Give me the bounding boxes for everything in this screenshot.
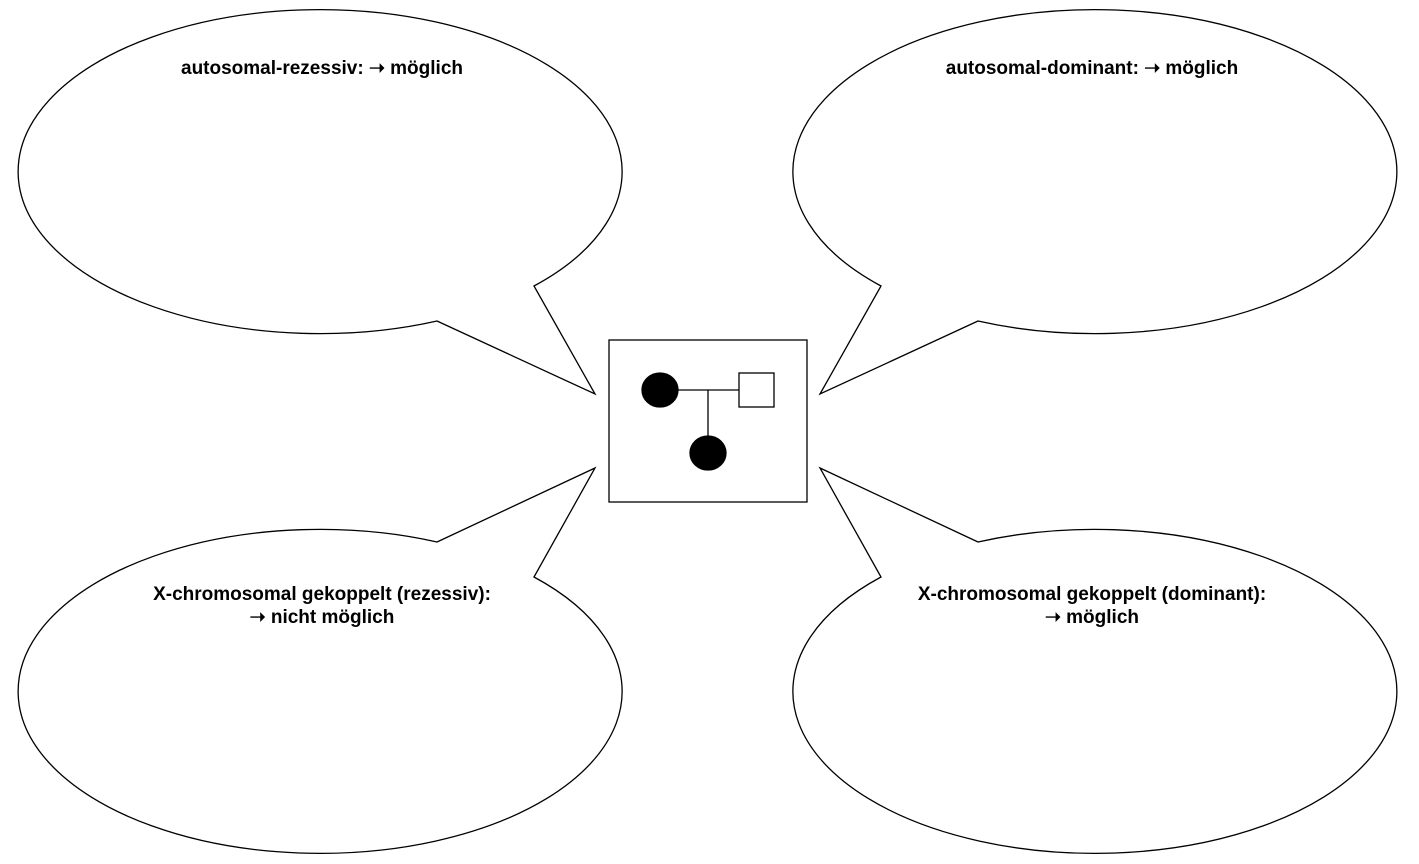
affected-daughter-symbol (689, 435, 727, 471)
speech-bubble-bottom-right (792, 466, 1398, 855)
speech-bubble-top-right (792, 8, 1398, 396)
speech-bubble-bottom-left (17, 466, 623, 855)
label-x-linked-recessive: X-chromosomal gekoppelt (rezessiv): ➝ ni… (22, 583, 622, 629)
label-x-linked-dominant: X-chromosomal gekoppelt (dominant): ➝ mö… (792, 583, 1392, 629)
label-x-linked-dominant-line1: X-chromosomal gekoppelt (dominant): (917, 584, 1267, 605)
label-x-linked-recessive-line2: ➝ nicht möglich (249, 607, 395, 628)
affected-mother-symbol (641, 372, 679, 408)
label-x-linked-dominant-line2: ➝ möglich (1044, 607, 1140, 628)
unaffected-father-symbol (738, 372, 775, 408)
label-autosomal-recessive: autosomal-rezessiv: ➝ möglich (22, 57, 622, 80)
label-autosomal-recessive-line1: autosomal-rezessiv: ➝ möglich (181, 58, 463, 79)
label-x-linked-recessive-line1: X-chromosomal gekoppelt (rezessiv): (153, 584, 491, 605)
label-autosomal-dominant-line1: autosomal-dominant: ➝ möglich (945, 58, 1239, 79)
pedigree-chart (608, 339, 808, 503)
label-autosomal-dominant: autosomal-dominant: ➝ möglich (792, 57, 1392, 80)
speech-bubble-top-left (17, 8, 623, 396)
